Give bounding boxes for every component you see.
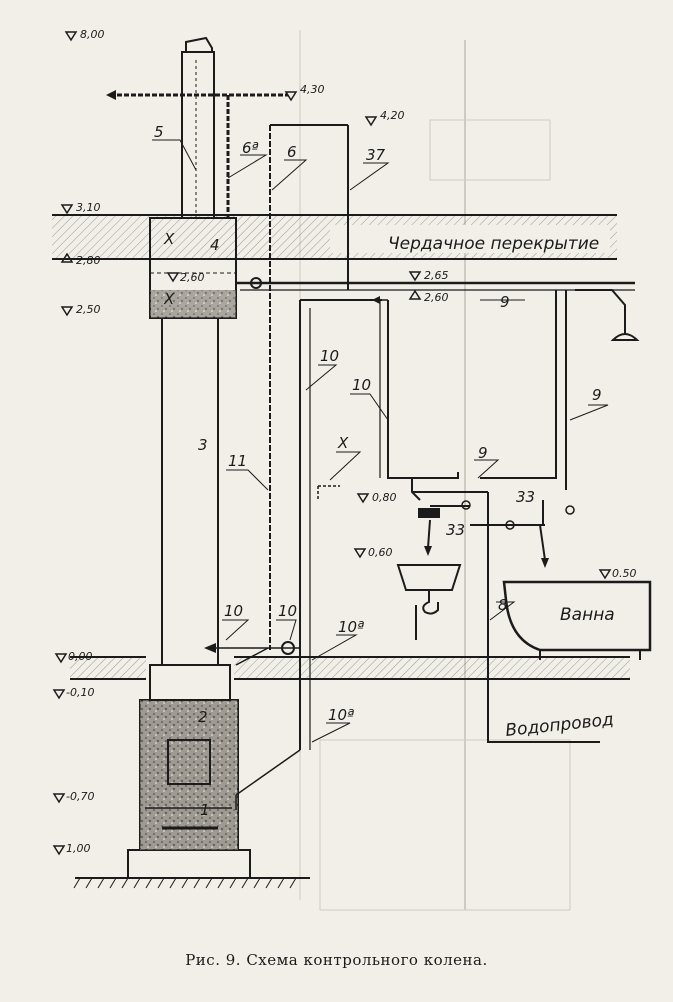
level-2-60-pipe: 2,60 (424, 291, 449, 304)
callout-3: 3 (198, 436, 208, 454)
callout-9-mid: 9 (478, 444, 488, 462)
level-2-80: 2,80 (76, 254, 101, 267)
callout-33-right: 33 (516, 488, 535, 506)
level-8-00: 8,00 (80, 28, 105, 41)
callout-6: 6 (287, 143, 297, 161)
callout-10-a: 10 (320, 347, 339, 365)
level-minus-0-10: -0,10 (66, 686, 94, 699)
level-2-50: 2,50 (76, 303, 101, 316)
level-0-60: 0,60 (368, 546, 393, 559)
wash-basin (396, 564, 462, 640)
callout-6a: 6ª (242, 139, 259, 157)
callout-5: 5 (154, 123, 164, 141)
callout-10-c: 10 (224, 602, 243, 620)
callout-11: 11 (228, 452, 247, 470)
callout-9-right: 9 (592, 386, 602, 404)
figure-caption: Рис. 9. Схема контрольного колена. (185, 951, 488, 969)
water-supply-label: Водопровод (504, 710, 614, 741)
callout-10-d: 10 (278, 602, 297, 620)
level-markers (52, 31, 612, 856)
ground-floor-slab (70, 655, 630, 681)
callout-x-chimney: X (163, 230, 175, 248)
callout-1: 1 (200, 801, 210, 819)
vent-pipes (106, 90, 349, 650)
level-labels: 8,00 4,30 4,20 3,10 2,80 2,60 2,65 2,60 … (66, 28, 637, 855)
level-4-20: 4,20 (380, 109, 405, 122)
callout-10-b: 10 (352, 376, 371, 394)
callout-33-left: 33 (446, 521, 465, 539)
bathtub (502, 580, 652, 660)
level-0-80: 0,80 (372, 491, 397, 504)
chimney (149, 36, 237, 666)
pipe-network (204, 277, 640, 810)
level-2-60-stove: 2,60 (180, 271, 205, 284)
leader-lines (152, 139, 609, 743)
level-2-65: 2,65 (424, 269, 449, 282)
callout-10a-upper: 10ª (338, 618, 364, 636)
level-0-50: 0.50 (612, 567, 637, 580)
level-4-30: 4,30 (300, 83, 325, 96)
callout-8: 8 (498, 596, 508, 614)
ground-line (73, 877, 310, 889)
level-0-00: 0,00 (68, 650, 93, 663)
callout-37: 37 (366, 146, 386, 164)
stove (127, 664, 251, 879)
level-minus-0-70: -0,70 (66, 790, 94, 803)
level-1-00: 1,00 (66, 842, 91, 855)
callout-9-top: 9 (500, 293, 510, 311)
level-3-10: 3,10 (76, 201, 101, 214)
attic-floor-slab (52, 214, 617, 260)
ghost-background (299, 30, 571, 911)
callout-2: 2 (198, 708, 208, 726)
callout-x-pipe: X (337, 434, 349, 452)
callout-x-base: X (163, 290, 175, 308)
attic-floor-label: Чердачное перекрытие (388, 234, 599, 254)
callout-10a-lower: 10ª (328, 706, 354, 724)
callout-4: 4 (210, 236, 220, 254)
bath-label: Ванна (560, 605, 615, 625)
